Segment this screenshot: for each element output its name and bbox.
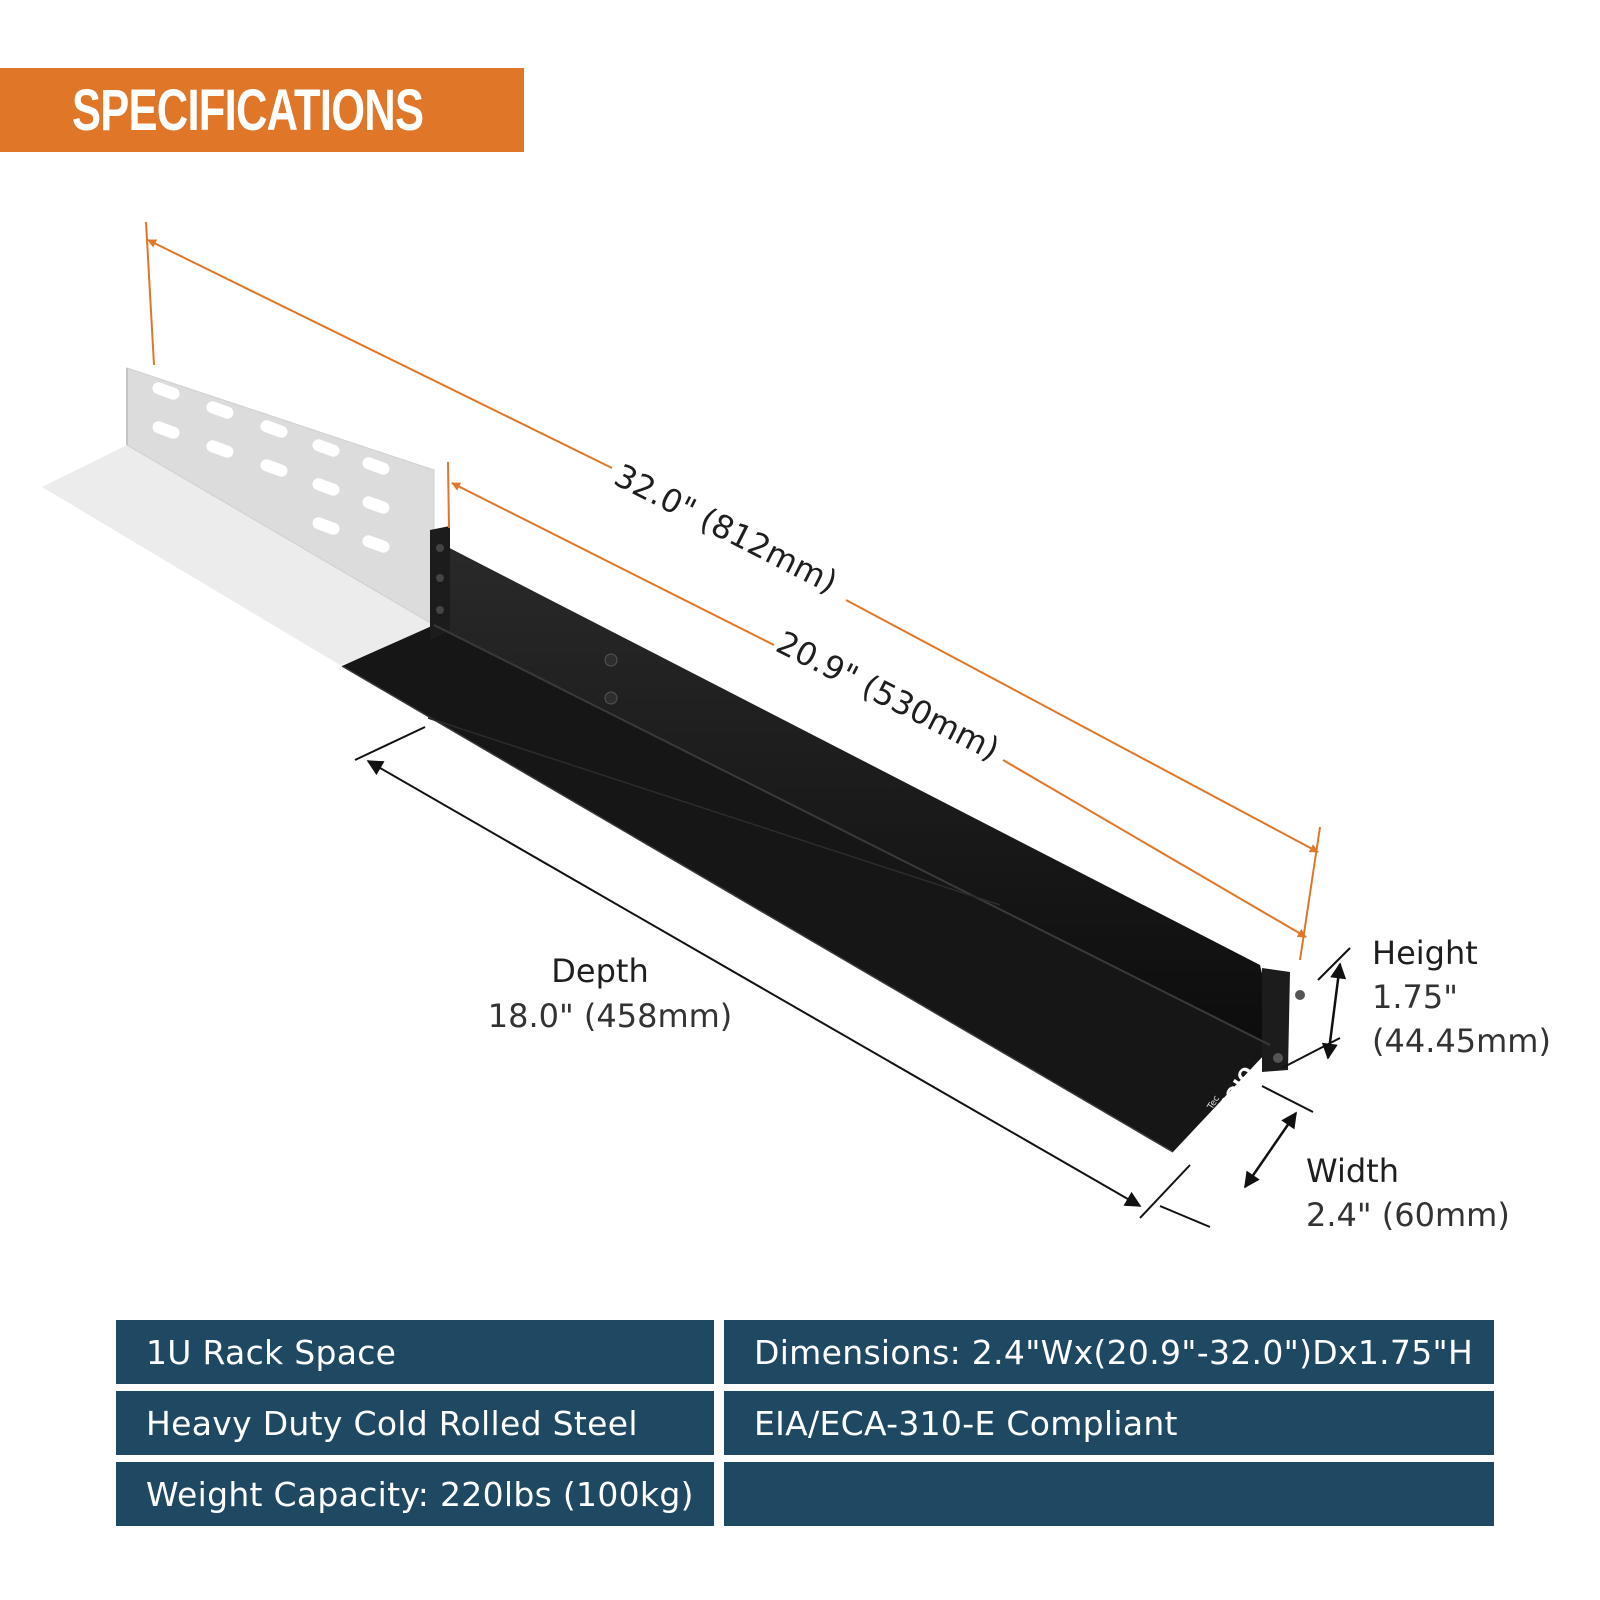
width-label: Width <box>1306 1152 1399 1190</box>
height-label: Height <box>1372 934 1478 972</box>
spec-cell-compliance: EIA/ECA-310-E Compliant <box>724 1391 1494 1455</box>
width-dimension-line <box>1243 1111 1298 1189</box>
main-rail: Tec MOJO <box>341 526 1305 1153</box>
rail-front-bracket <box>430 526 450 640</box>
height-value-line1: 1.75" <box>1372 978 1458 1016</box>
spec-cell-material: Heavy Duty Cold Rolled Steel <box>116 1391 714 1455</box>
specifications-banner: SPECIFICATIONS <box>0 68 524 152</box>
depth-label: Depth <box>551 952 648 990</box>
height-dimension-line <box>1321 962 1347 1060</box>
spec-cell-empty <box>724 1462 1494 1526</box>
total-length-line-left <box>147 239 613 469</box>
black-dimension-lines <box>354 726 1351 1228</box>
spec-cell-dimensions: Dimensions: 2.4"Wx(20.9"-32.0")Dx1.75"H <box>724 1320 1494 1384</box>
width-value: 2.4" (60mm) <box>1306 1196 1510 1234</box>
extension-rail-ghost <box>42 367 435 665</box>
depth-value: 18.0" (458mm) <box>488 997 733 1035</box>
rail-floor <box>342 625 1280 1152</box>
ghost-rail-slots <box>152 382 390 553</box>
height-value-line2: (44.45mm) <box>1372 1022 1551 1060</box>
banner-title: SPECIFICATIONS <box>72 77 424 143</box>
ghost-rail-floor <box>42 445 434 665</box>
total-length-line-right <box>845 599 1319 853</box>
spec-cell-weight-capacity: Weight Capacity: 220lbs (100kg) <box>116 1462 714 1526</box>
spec-cell-rack-space: 1U Rack Space <box>116 1320 714 1384</box>
rail-length-line-left <box>451 482 775 646</box>
depth-dimension-line <box>366 760 1142 1207</box>
rail-rear-bracket <box>1262 968 1290 1072</box>
